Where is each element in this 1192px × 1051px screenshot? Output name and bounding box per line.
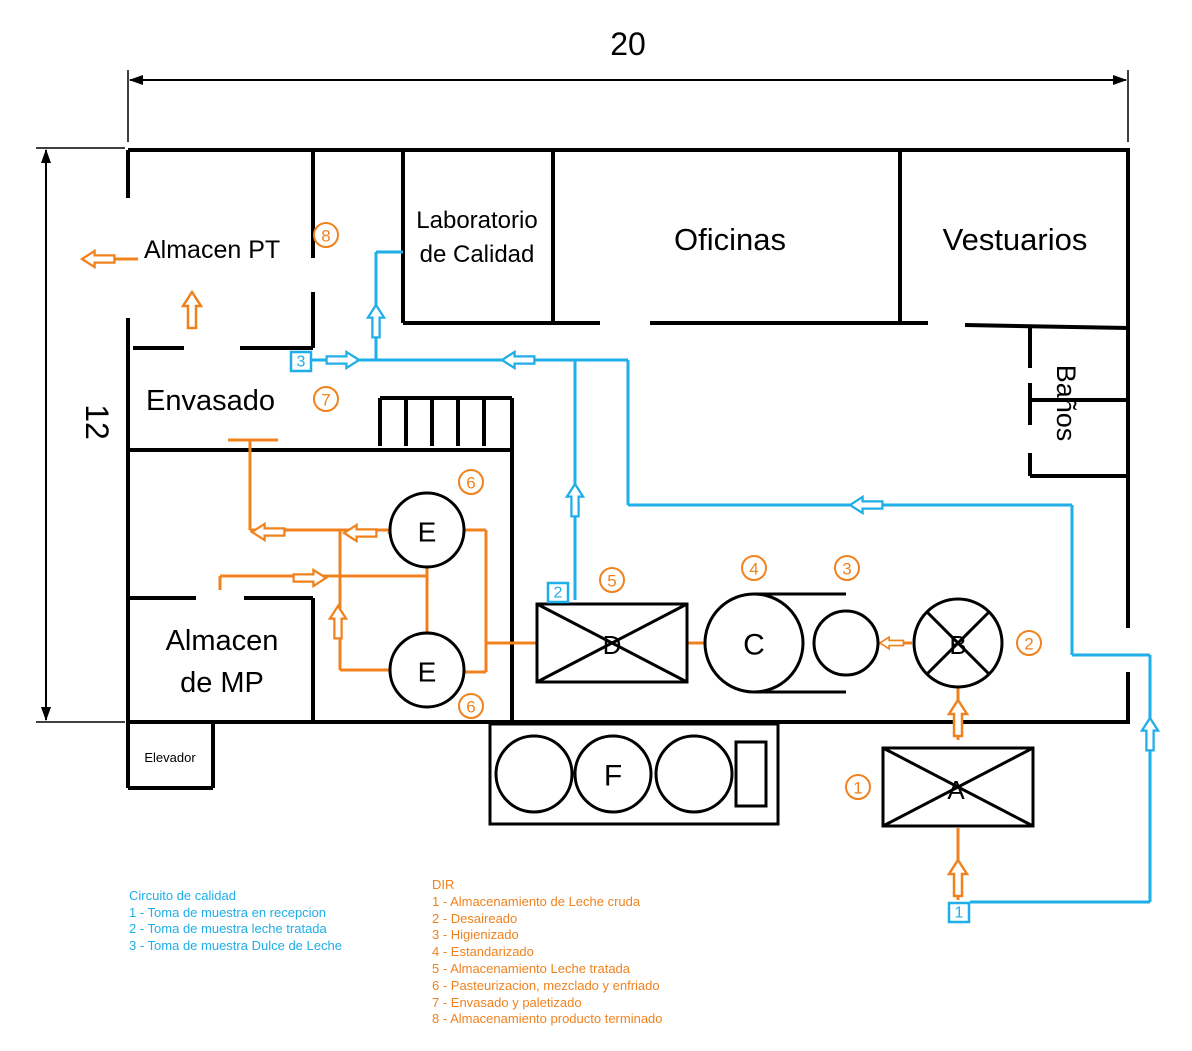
arrow-b-to-c xyxy=(879,636,905,650)
quality-point-1 xyxy=(947,901,971,924)
arrow-q3-right xyxy=(325,350,361,370)
equipment-a xyxy=(881,746,1035,828)
room-banos: Baños xyxy=(1051,365,1081,442)
step-number-8: 8 xyxy=(321,227,330,246)
legend-quality-item: 1 - Toma de muestra en recepcion xyxy=(129,904,327,920)
quality-points xyxy=(289,350,971,924)
room-envasado: Envasado xyxy=(146,385,275,417)
arrow-pt-exit xyxy=(80,249,116,269)
step-marker-4 xyxy=(741,555,767,581)
dimension-width: 20 xyxy=(127,26,1129,142)
equipment-e-bottom-label: E xyxy=(418,657,437,688)
equipment-e-top xyxy=(388,491,466,569)
room-laboratorio-line1: Laboratorio xyxy=(416,207,537,234)
equipment-f xyxy=(488,722,780,826)
equipment-d xyxy=(535,602,689,684)
legend-dir-item: 1 - Almacenamiento de Leche cruda xyxy=(432,893,641,909)
arrow-envasado-to-pt xyxy=(181,290,203,330)
room-oficinas: Oficinas xyxy=(674,222,786,257)
dimension-height-label: 12 xyxy=(79,404,115,440)
legend-dir: DIR 1 - Almacenamiento de Leche cruda 2 … xyxy=(432,877,663,1028)
step-number-3: 3 xyxy=(842,560,851,579)
equipment-b-label: B xyxy=(949,630,966,660)
step-number-2: 2 xyxy=(1024,635,1033,654)
equipment-e-bottom xyxy=(388,631,466,709)
legend-quality-item: 3 - Toma de muestra Dulce de Leche xyxy=(129,937,342,953)
legend-dir-item: 2 - Desaireado xyxy=(432,910,518,926)
equipment-b xyxy=(912,597,1004,689)
step-number-6a: 6 xyxy=(466,474,475,493)
arrow-q-top-left xyxy=(500,350,536,370)
process-flow-arrows xyxy=(80,249,969,898)
arrow-q-to-lab xyxy=(366,303,386,339)
arrow-q-mid-left xyxy=(848,495,884,515)
step-number-6b: 6 xyxy=(466,698,475,717)
equipment-c xyxy=(703,592,880,694)
step-number-5: 5 xyxy=(607,572,616,591)
legend-dir-item: 3 - Higienizado xyxy=(432,927,519,943)
legend-dir-item: 7 - Envasado y paletizado xyxy=(432,994,582,1010)
building-walls xyxy=(126,148,1130,790)
step-number-4: 4 xyxy=(749,560,758,579)
room-almacen-mp-line2: de MP xyxy=(180,667,264,699)
arrow-q2-up xyxy=(565,482,585,518)
quality-number-2: 2 xyxy=(554,585,563,602)
legend-dir-item: 4 - Estandarizado xyxy=(432,944,534,960)
equipment-c-label: C xyxy=(743,629,765,662)
legend-dir-item: 8 - Almacenamiento producto terminado xyxy=(432,1011,663,1027)
step-markers xyxy=(313,222,1042,800)
arrow-a-to-b xyxy=(947,698,969,738)
equipment-f-label: F xyxy=(604,760,622,793)
step-marker-2 xyxy=(1016,630,1042,656)
step-marker-3 xyxy=(834,555,860,581)
arrow-e-left xyxy=(342,523,378,543)
equipment-d-label: D xyxy=(603,630,622,660)
equipment-e-top-label: E xyxy=(418,517,437,548)
quality-number-1: 1 xyxy=(955,905,964,922)
legend-dir-item: 6 - Pasteurizacion, mezclado y enfriado xyxy=(432,977,660,993)
arrow-into-a xyxy=(947,858,969,898)
quality-point-2 xyxy=(546,581,570,604)
step-marker-1 xyxy=(845,774,871,800)
quality-point-3 xyxy=(289,350,313,373)
step-number-7: 7 xyxy=(321,391,330,410)
step-marker-6a xyxy=(458,469,484,495)
step-marker-6b xyxy=(458,693,484,719)
legend-quality: Circuito de calidad 1 - Toma de muestra … xyxy=(129,888,342,954)
room-almacen-pt: Almacen PT xyxy=(144,236,280,264)
arrow-up-e-network xyxy=(328,604,348,640)
step-marker-7 xyxy=(313,386,339,412)
step-marker-5 xyxy=(599,567,625,593)
legend-quality-item: 2 - Toma de muestra leche tratada xyxy=(129,921,327,936)
legend-quality-title: Circuito de calidad xyxy=(129,888,236,903)
process-flow-lines xyxy=(108,257,960,900)
legend-dir-title: DIR xyxy=(432,877,455,892)
arrow-q-right-up xyxy=(1140,716,1160,752)
room-laboratorio-line2: de Calidad xyxy=(420,241,535,268)
quality-number-3: 3 xyxy=(297,354,306,371)
step-marker-8 xyxy=(313,222,339,248)
dimension-width-label: 20 xyxy=(610,26,646,62)
room-elevador: Elevador xyxy=(144,750,196,765)
arrow-to-envasado xyxy=(250,522,286,542)
step-number-1: 1 xyxy=(853,779,862,798)
equipment-a-label: A xyxy=(947,775,965,805)
room-vestuarios: Vestuarios xyxy=(943,222,1088,257)
arrow-from-mp xyxy=(292,568,328,588)
legend-dir-item: 5 - Almacenamiento Leche tratada xyxy=(432,960,631,976)
dimension-height: 12 xyxy=(36,147,125,723)
room-almacen-mp-line1: Almacen xyxy=(166,625,279,657)
